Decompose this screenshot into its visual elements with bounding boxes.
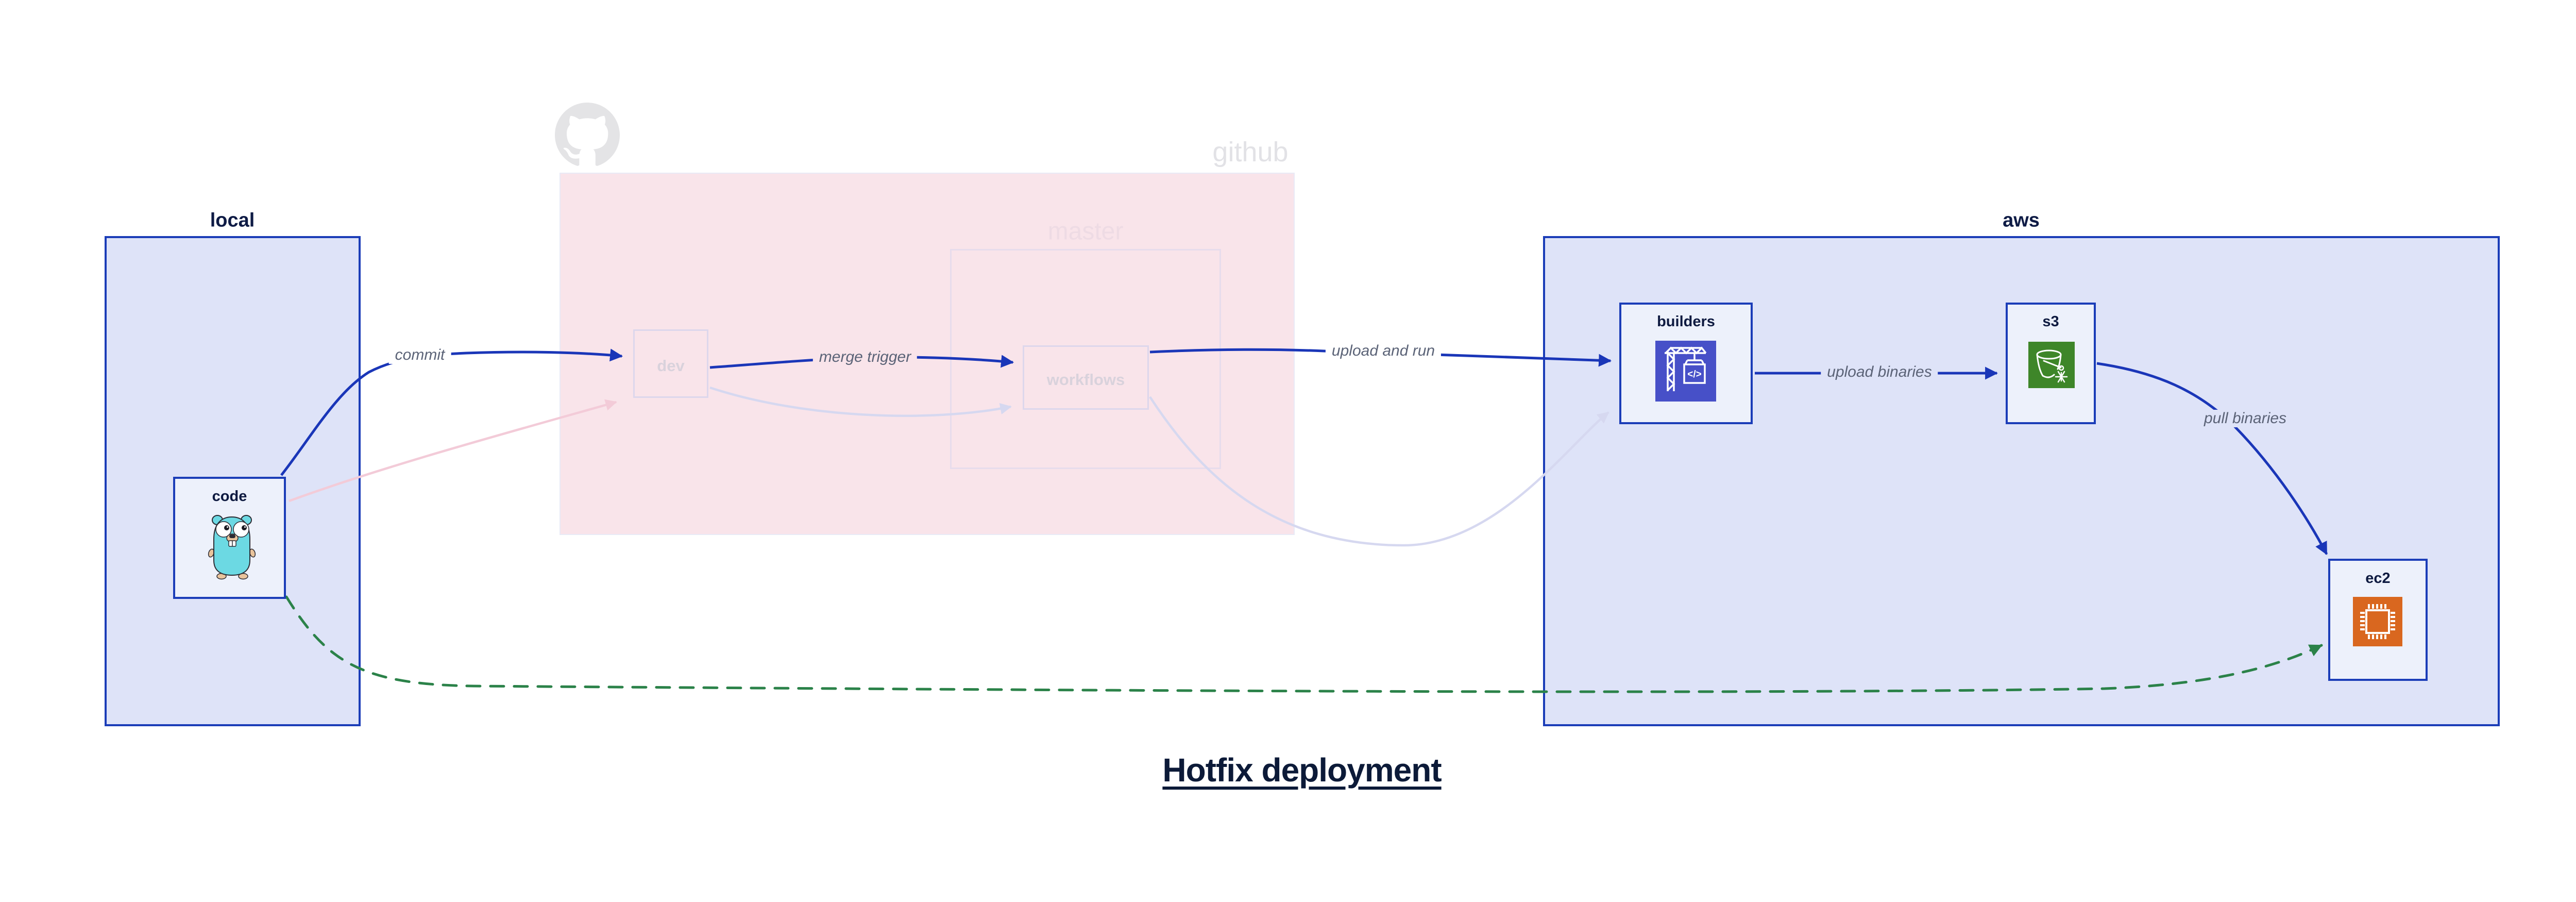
local-container-label: local — [210, 209, 255, 231]
edge-faded-code-to-dev — [289, 399, 617, 503]
node-workflows: workflows — [1023, 345, 1149, 410]
edge-label-commit: commit — [388, 346, 451, 364]
edge-label-merge-trigger: merge trigger — [812, 348, 918, 366]
node-code-label: code — [212, 488, 247, 505]
node-builders-label: builders — [1657, 313, 1715, 330]
node-s3: s3 — [2006, 303, 2096, 424]
codebuild-crane-icon: </> — [1655, 341, 1716, 402]
go-gopher-icon — [201, 511, 263, 580]
edge-label-upload-and-run: upload and run — [1325, 342, 1442, 360]
master-container-label: master — [1047, 218, 1124, 245]
node-s3-label: s3 — [2042, 313, 2059, 330]
node-ec2-label: ec2 — [2365, 570, 2391, 587]
node-builders: builders </> — [1619, 303, 1753, 424]
github-octocat-icon — [555, 103, 620, 168]
aws-container-label: aws — [2003, 209, 2040, 231]
s3-glacier-bucket-icon — [2028, 342, 2075, 388]
edge-label-upload-binaries: upload binaries — [1821, 363, 1938, 381]
ec2-chip-icon — [2353, 597, 2402, 646]
node-dev: dev — [633, 329, 708, 398]
svg-text:</>: </> — [1687, 369, 1701, 380]
edge-faded-workflows-to-builders — [1149, 396, 1609, 547]
node-dev-label: dev — [657, 357, 685, 375]
node-workflows-label: workflows — [1046, 371, 1125, 389]
github-container — [560, 173, 1295, 535]
node-ec2: ec2 — [2328, 559, 2428, 681]
edge-faded-dev-to-workflows — [709, 386, 1012, 417]
diagram-title: Hotfix deployment — [1162, 751, 1442, 789]
github-container-label: github — [1212, 137, 1289, 168]
edge-label-pull-binaries: pull binaries — [2197, 410, 2293, 427]
edge-hotfix-direct — [285, 595, 2323, 693]
node-code: code — [173, 477, 286, 599]
